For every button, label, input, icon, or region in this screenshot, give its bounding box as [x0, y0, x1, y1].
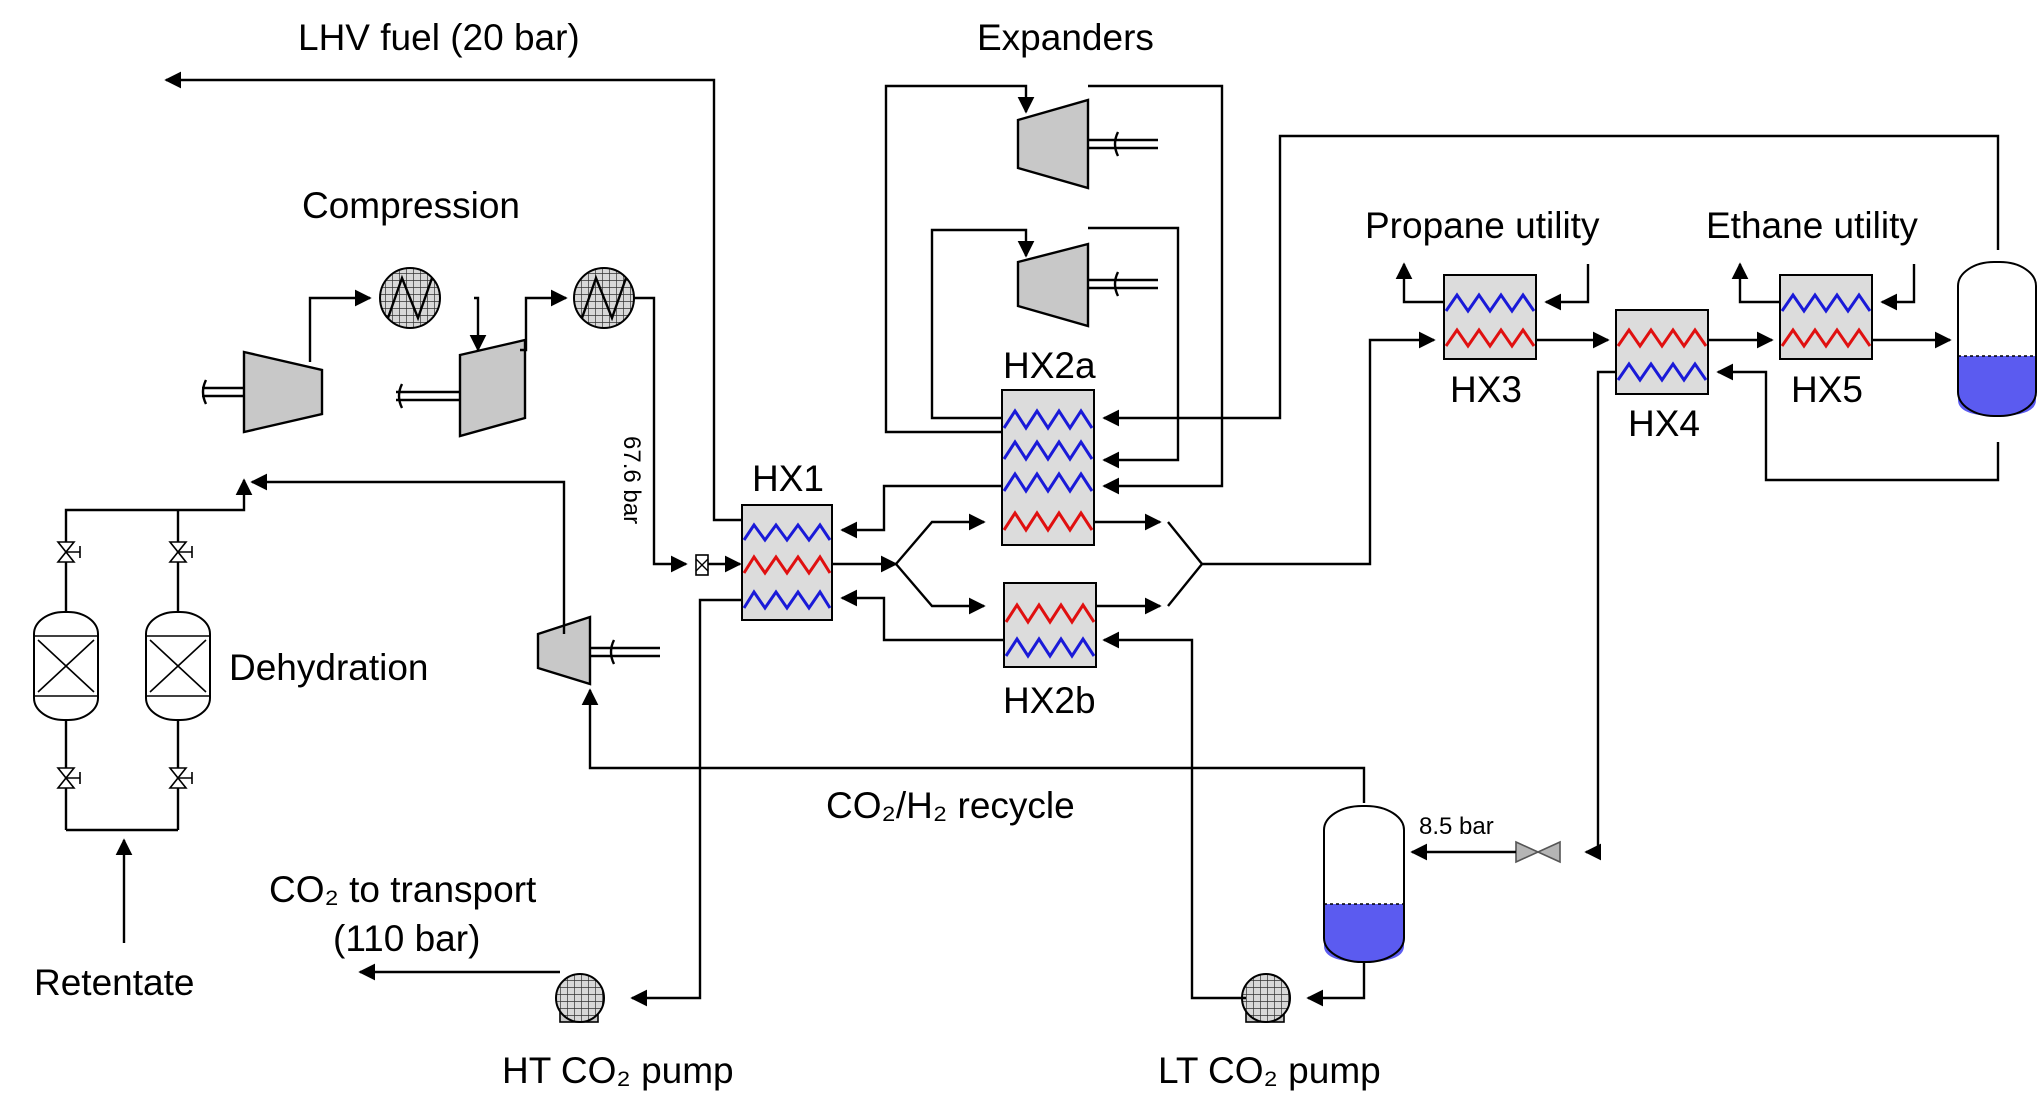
expander1-to-hx2a [1088, 84, 1224, 495]
hx4-label: HX4 [1628, 403, 1700, 444]
compressed-gas-to-hx1 [634, 296, 688, 573]
mixer [1167, 521, 1204, 607]
lt-pump-discharge [1190, 970, 1246, 1000]
hx2b-exchanger [1003, 582, 1097, 668]
dehydration-label: Dehydration [229, 647, 429, 688]
recycle-compressor [536, 615, 660, 686]
pressure-85-label: 8.5 bar [1419, 813, 1494, 840]
dehydration-bottom-lines [64, 720, 180, 830]
recycle-label: CO₂/H₂ recycle [826, 785, 1075, 826]
hx4-exchanger [1615, 309, 1709, 395]
expander-2 [1016, 242, 1158, 328]
separator-vapor-to-hx2a [1102, 134, 2000, 427]
lp-separator [1323, 805, 1405, 963]
dehy-valve-top-right [168, 541, 193, 563]
hx2b-label: HX2b [1003, 680, 1096, 721]
recycle-gas-line [581, 688, 1366, 803]
expanders-label: Expanders [977, 17, 1154, 58]
expansion-valve [1515, 840, 1561, 864]
lt-pump-to-hx2b [1102, 631, 1194, 970]
compression-train [201, 267, 742, 576]
aftercooler-2 [573, 267, 635, 329]
ethane-utility-label: Ethane utility [1706, 205, 1918, 246]
propane-out [1395, 262, 1444, 304]
hx5-label: HX5 [1791, 369, 1863, 410]
hx2a-exchanger [1001, 389, 1095, 546]
expander-1 [1016, 98, 1158, 190]
hx4-to-valve [1584, 370, 1616, 861]
hx1-to-ht-pump [630, 598, 742, 1007]
lt-co2-pump [1241, 973, 1291, 1023]
lhv-fuel-outlet [164, 71, 742, 522]
dehy-valve-top-left [56, 541, 81, 563]
dehydration-unit [33, 478, 253, 943]
dehydration-vessel-right [145, 611, 211, 721]
comp2-to-cooler2 [520, 289, 568, 352]
hx1-exchanger [741, 504, 833, 621]
hx2a-to-expander2 [930, 228, 1035, 420]
cold-separator [1957, 261, 2037, 417]
propane-in [1544, 264, 1590, 311]
ethane-in [1880, 264, 1916, 311]
lhv-fuel-label: LHV fuel (20 bar) [298, 17, 580, 58]
ethane-out [1731, 262, 1780, 304]
ht-co2-pump [555, 973, 605, 1023]
intercooler-1 [379, 267, 441, 329]
compressor-2 [396, 338, 527, 438]
hx2a-label: HX2a [1003, 345, 1096, 386]
ht-pump-label: HT CO₂ pump [502, 1050, 734, 1091]
dehydration-outlet-line [178, 478, 253, 512]
split-to-hx2a [895, 513, 986, 565]
hx2a-to-hx1 [840, 484, 1002, 539]
hx5-exchanger [1779, 274, 1873, 360]
throttle-valve [695, 554, 709, 576]
co2-transport-label: CO₂ to transport [269, 869, 537, 910]
expander2-to-hx2a [1088, 226, 1180, 469]
split-to-hx2b [895, 563, 986, 615]
dehy-valve-bottom-right [168, 767, 193, 789]
dehydration-vessel-left [33, 611, 99, 721]
recycle-loop [250, 473, 1366, 803]
hx3-label: HX3 [1450, 369, 1522, 410]
hx2a-to-expander1 [884, 84, 1035, 434]
compressor-1 [201, 350, 324, 434]
separator-liquid-to-hx4 [1716, 363, 2000, 482]
dehydration-top-lines [64, 508, 180, 612]
lt-pump-label: LT CO₂ pump [1158, 1050, 1381, 1091]
recycle-to-compression [250, 473, 566, 634]
compression-label: Compression [302, 185, 520, 226]
pressure-67-label: 67.6 bar [618, 436, 645, 524]
lp-separator-to-lt-pump [1306, 962, 1366, 1007]
co2-transport-pressure-label: (110 bar) [333, 918, 480, 959]
hx1-label: HX1 [752, 458, 824, 499]
retentate-label: Retentate [34, 962, 194, 1003]
dehy-valve-bottom-left [56, 767, 81, 789]
hx2b-to-hx1 [840, 589, 1004, 642]
mixer-to-hx3 [1202, 331, 1436, 566]
cooler1-to-comp2 [469, 296, 487, 352]
propane-utility-label: Propane utility [1365, 205, 1600, 246]
comp1-to-cooler1 [308, 289, 372, 362]
hx3-exchanger [1443, 274, 1537, 360]
